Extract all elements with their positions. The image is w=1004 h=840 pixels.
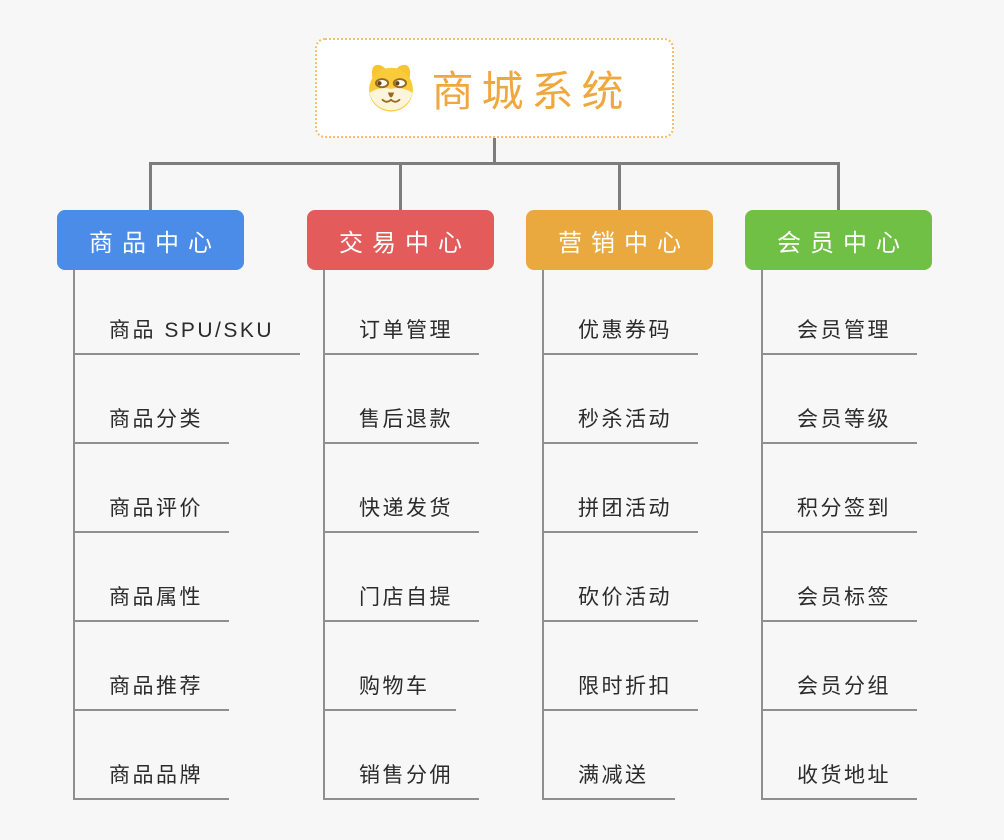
child-topic[interactable]: 积分签到 — [761, 495, 917, 533]
branch-node-marketing-center[interactable]: 营销中心 — [526, 210, 713, 270]
child-topic[interactable]: 商品推荐 — [73, 673, 229, 711]
connector-root-trunk — [493, 138, 496, 164]
child-topic[interactable]: 商品评价 — [73, 495, 229, 533]
child-topic[interactable]: 收货地址 — [761, 762, 917, 800]
branch-label: 会员中心 — [777, 229, 909, 257]
branch-label: 商品中心 — [89, 229, 221, 257]
branch-children-product-center: 商品 SPU/SKU 商品分类 商品评价 商品属性 商品推荐 商品品牌 — [73, 270, 301, 800]
child-topic[interactable]: 秒杀活动 — [542, 406, 698, 444]
root-node[interactable]: 商城系统 — [315, 38, 674, 138]
child-topic[interactable]: 满减送 — [542, 762, 675, 800]
child-topic[interactable]: 商品 SPU/SKU — [73, 317, 301, 355]
root-title: 商城系统 — [431, 67, 632, 115]
child-topic[interactable]: 拼团活动 — [542, 495, 698, 533]
child-topic[interactable]: 会员管理 — [761, 317, 917, 355]
connector-drop-marketing-center — [618, 162, 621, 210]
branch-node-trade-center[interactable]: 交易中心 — [307, 210, 494, 270]
branch-node-member-center[interactable]: 会员中心 — [745, 210, 932, 270]
connector-drop-member-center — [837, 162, 840, 210]
branch-node-product-center[interactable]: 商品中心 — [57, 210, 244, 270]
child-topic[interactable]: 商品属性 — [73, 584, 229, 622]
child-topic[interactable]: 门店自提 — [323, 584, 479, 622]
child-topic[interactable]: 砍价活动 — [542, 584, 698, 622]
branch-children-marketing-center: 优惠券码 秒杀活动 拼团活动 砍价活动 限时折扣 满减送 — [542, 270, 698, 800]
branch-children-member-center: 会员管理 会员等级 积分签到 会员标签 会员分组 收货地址 — [761, 270, 917, 800]
child-topic[interactable]: 购物车 — [323, 673, 456, 711]
branch-children-trade-center: 订单管理 售后退款 快递发货 门店自提 购物车 销售分佣 — [323, 270, 479, 800]
child-topic[interactable]: 优惠券码 — [542, 317, 698, 355]
child-topic[interactable]: 会员分组 — [761, 673, 917, 711]
child-topic[interactable]: 销售分佣 — [323, 762, 479, 800]
child-topic[interactable]: 订单管理 — [323, 317, 479, 355]
dog-face-icon — [365, 62, 417, 114]
connector-drop-trade-center — [399, 162, 402, 210]
child-topic[interactable]: 会员等级 — [761, 406, 917, 444]
child-topic[interactable]: 快递发货 — [323, 495, 479, 533]
branch-label: 交易中心 — [339, 229, 471, 257]
child-topic[interactable]: 会员标签 — [761, 584, 917, 622]
child-topic[interactable]: 商品分类 — [73, 406, 229, 444]
branch-label: 营销中心 — [558, 229, 690, 257]
child-topic[interactable]: 商品品牌 — [73, 762, 229, 800]
connector-drop-product-center — [149, 162, 152, 210]
child-topic[interactable]: 售后退款 — [323, 406, 479, 444]
child-topic[interactable]: 限时折扣 — [542, 673, 698, 711]
connector-bus-line — [149, 162, 840, 165]
